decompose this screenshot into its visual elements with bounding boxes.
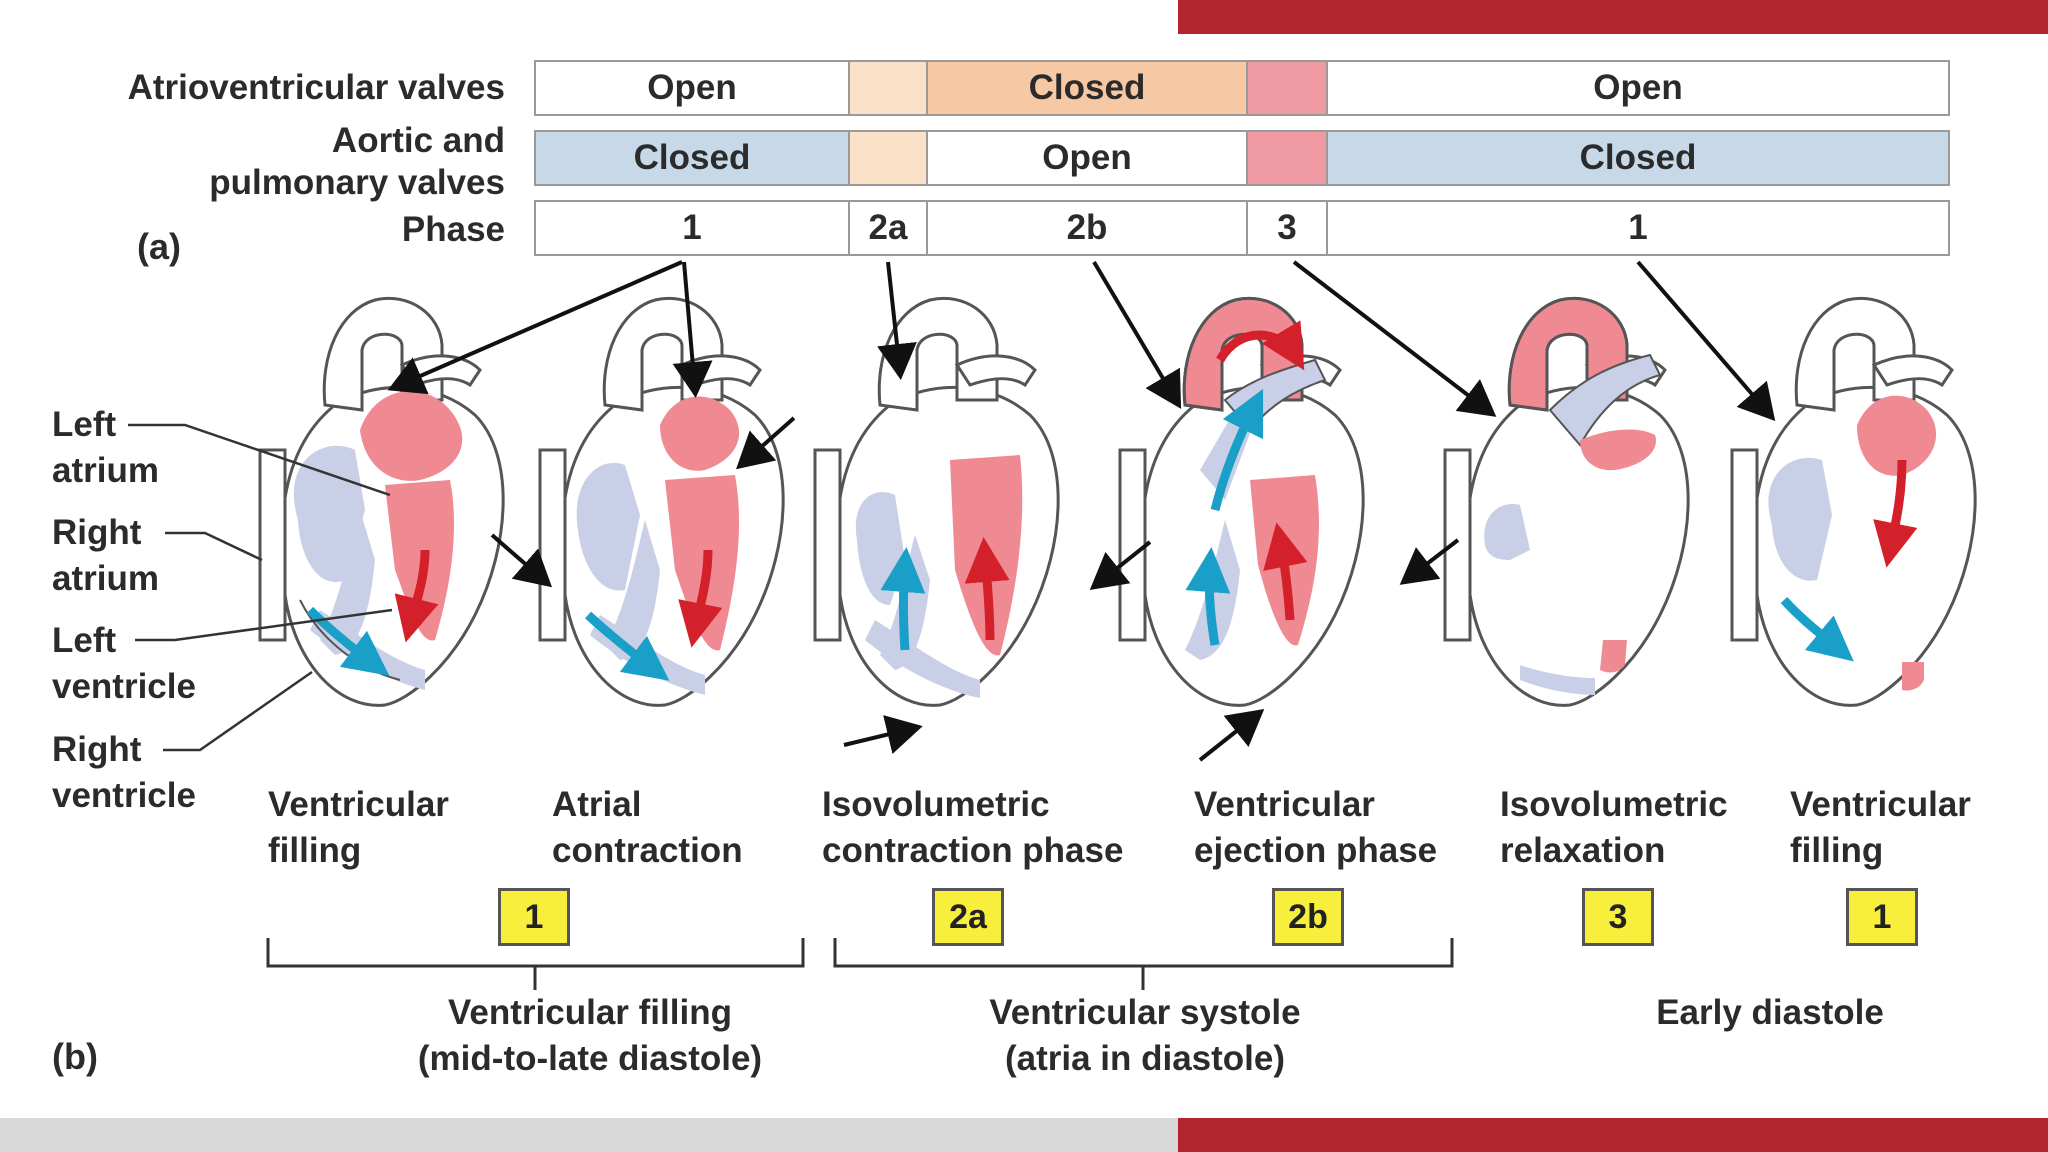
phase-brackets bbox=[266, 938, 1454, 990]
semilunar-segment-phase1-end: Closed bbox=[1326, 130, 1950, 186]
semilunar-segment-phase1: Closed bbox=[534, 130, 850, 186]
semilunar-segment-phase2b: Open bbox=[926, 130, 1248, 186]
phase-arrows bbox=[387, 260, 1776, 762]
phase-cell-1-end: 1 bbox=[1326, 200, 1950, 256]
av-valves-label: Atrioventricular valves bbox=[127, 68, 505, 107]
phase-name-line1: Ventricular bbox=[1194, 785, 1375, 824]
right-ventricle-label-line2: ventricle bbox=[52, 776, 196, 815]
av-segment-phase2b: Closed bbox=[926, 60, 1248, 116]
phase-name-line2: contraction phase bbox=[822, 831, 1124, 870]
phase-badge-1: 1 bbox=[498, 888, 570, 946]
phase-row-label: Phase bbox=[401, 210, 505, 249]
left-ventricle-label-line2: ventricle bbox=[52, 667, 196, 706]
bottom-gray-bar bbox=[0, 1118, 1178, 1152]
group-ventricular-systole: Ventricular systole (atria in diastole) bbox=[960, 990, 1330, 1082]
group-early-diastole: Early diastole bbox=[1656, 993, 1884, 1032]
phase-name-ventricular-filling: Ventricular filling bbox=[268, 782, 449, 874]
heart-isovolumetric-relaxation bbox=[1443, 296, 1690, 707]
group-label-line1: Ventricular systole bbox=[989, 993, 1301, 1032]
av-segment-phase1: Open bbox=[534, 60, 850, 116]
phase-cell-1: 1 bbox=[534, 200, 850, 256]
semilunar-label-line1: Aortic and bbox=[331, 121, 505, 160]
group-ventricular-filling: Ventricular filling (mid-to-late diastol… bbox=[380, 990, 800, 1082]
phase-name-line1: Atrial bbox=[552, 785, 642, 824]
av-segment-phase3 bbox=[1246, 60, 1328, 116]
right-ventricle-label-line1: Right bbox=[52, 730, 142, 769]
phase-name-ventricular-ejection: Ventricular ejection phase bbox=[1194, 782, 1437, 874]
phase-badge-3: 3 bbox=[1582, 888, 1654, 946]
phase-name-isovolumetric-contraction: Isovolumetric contraction phase bbox=[822, 782, 1123, 874]
av-segment-phase1-end: Open bbox=[1326, 60, 1950, 116]
semilunar-valves-row: Closed Open Closed bbox=[534, 130, 1950, 186]
av-valves-row: Open Closed Open bbox=[534, 60, 1950, 116]
heart-atrial-contraction bbox=[538, 296, 785, 707]
bottom-accent-bar bbox=[1178, 1118, 2048, 1152]
heart-ventricular-ejection bbox=[1118, 296, 1365, 707]
heart-ventricular-filling-end bbox=[1730, 296, 1977, 707]
phase-badge-2a: 2a bbox=[932, 888, 1004, 946]
phase-cell-2b: 2b bbox=[926, 200, 1248, 256]
phase-name-line2: filling bbox=[268, 831, 362, 870]
left-atrium-label-line1: Left bbox=[52, 405, 117, 444]
top-accent-bar bbox=[1178, 0, 2048, 34]
phase-name-ventricular-filling-end: Ventricular filling bbox=[1790, 782, 1971, 874]
group-label-line1: Ventricular filling bbox=[448, 993, 732, 1032]
phase-name-line2: contraction bbox=[552, 831, 743, 870]
right-atrium-label-line1: Right bbox=[52, 513, 142, 552]
heart-label-leaders bbox=[128, 423, 393, 752]
left-ventricle-label-line1: Left bbox=[52, 621, 117, 660]
phase-name-line2: ejection phase bbox=[1194, 831, 1438, 870]
panel-a-tag: (a) bbox=[137, 226, 181, 267]
left-atrium-label-line2: atrium bbox=[52, 451, 159, 490]
panel-b-tag: (b) bbox=[52, 1036, 98, 1077]
phase-row: 1 2a 2b 3 1 bbox=[534, 200, 1950, 256]
group-label-line2: (mid-to-late diastole) bbox=[417, 1039, 763, 1078]
group-label-line2: (atria in diastole) bbox=[1004, 1039, 1286, 1078]
heart-ventricular-filling bbox=[258, 296, 505, 707]
phase-name-line1: Isovolumetric bbox=[1500, 785, 1728, 824]
right-atrium-label-line2: atrium bbox=[52, 559, 159, 598]
phase-name-line1: Ventricular bbox=[1790, 785, 1971, 824]
phase-name-line2: relaxation bbox=[1500, 831, 1666, 870]
phase-name-line2: filling bbox=[1790, 831, 1884, 870]
phase-name-line1: Ventricular bbox=[268, 785, 449, 824]
semilunar-label-line2: pulmonary valves bbox=[209, 163, 505, 202]
phase-name-line1: Isovolumetric bbox=[822, 785, 1050, 824]
phase-badge-1-end: 1 bbox=[1846, 888, 1918, 946]
phase-name-atrial-contraction: Atrial contraction bbox=[552, 782, 743, 874]
phase-name-isovolumetric-relaxation: Isovolumetric relaxation bbox=[1500, 782, 1728, 874]
heart-isovolumetric-contraction bbox=[813, 296, 1060, 707]
phase-badge-2b: 2b bbox=[1272, 888, 1344, 946]
